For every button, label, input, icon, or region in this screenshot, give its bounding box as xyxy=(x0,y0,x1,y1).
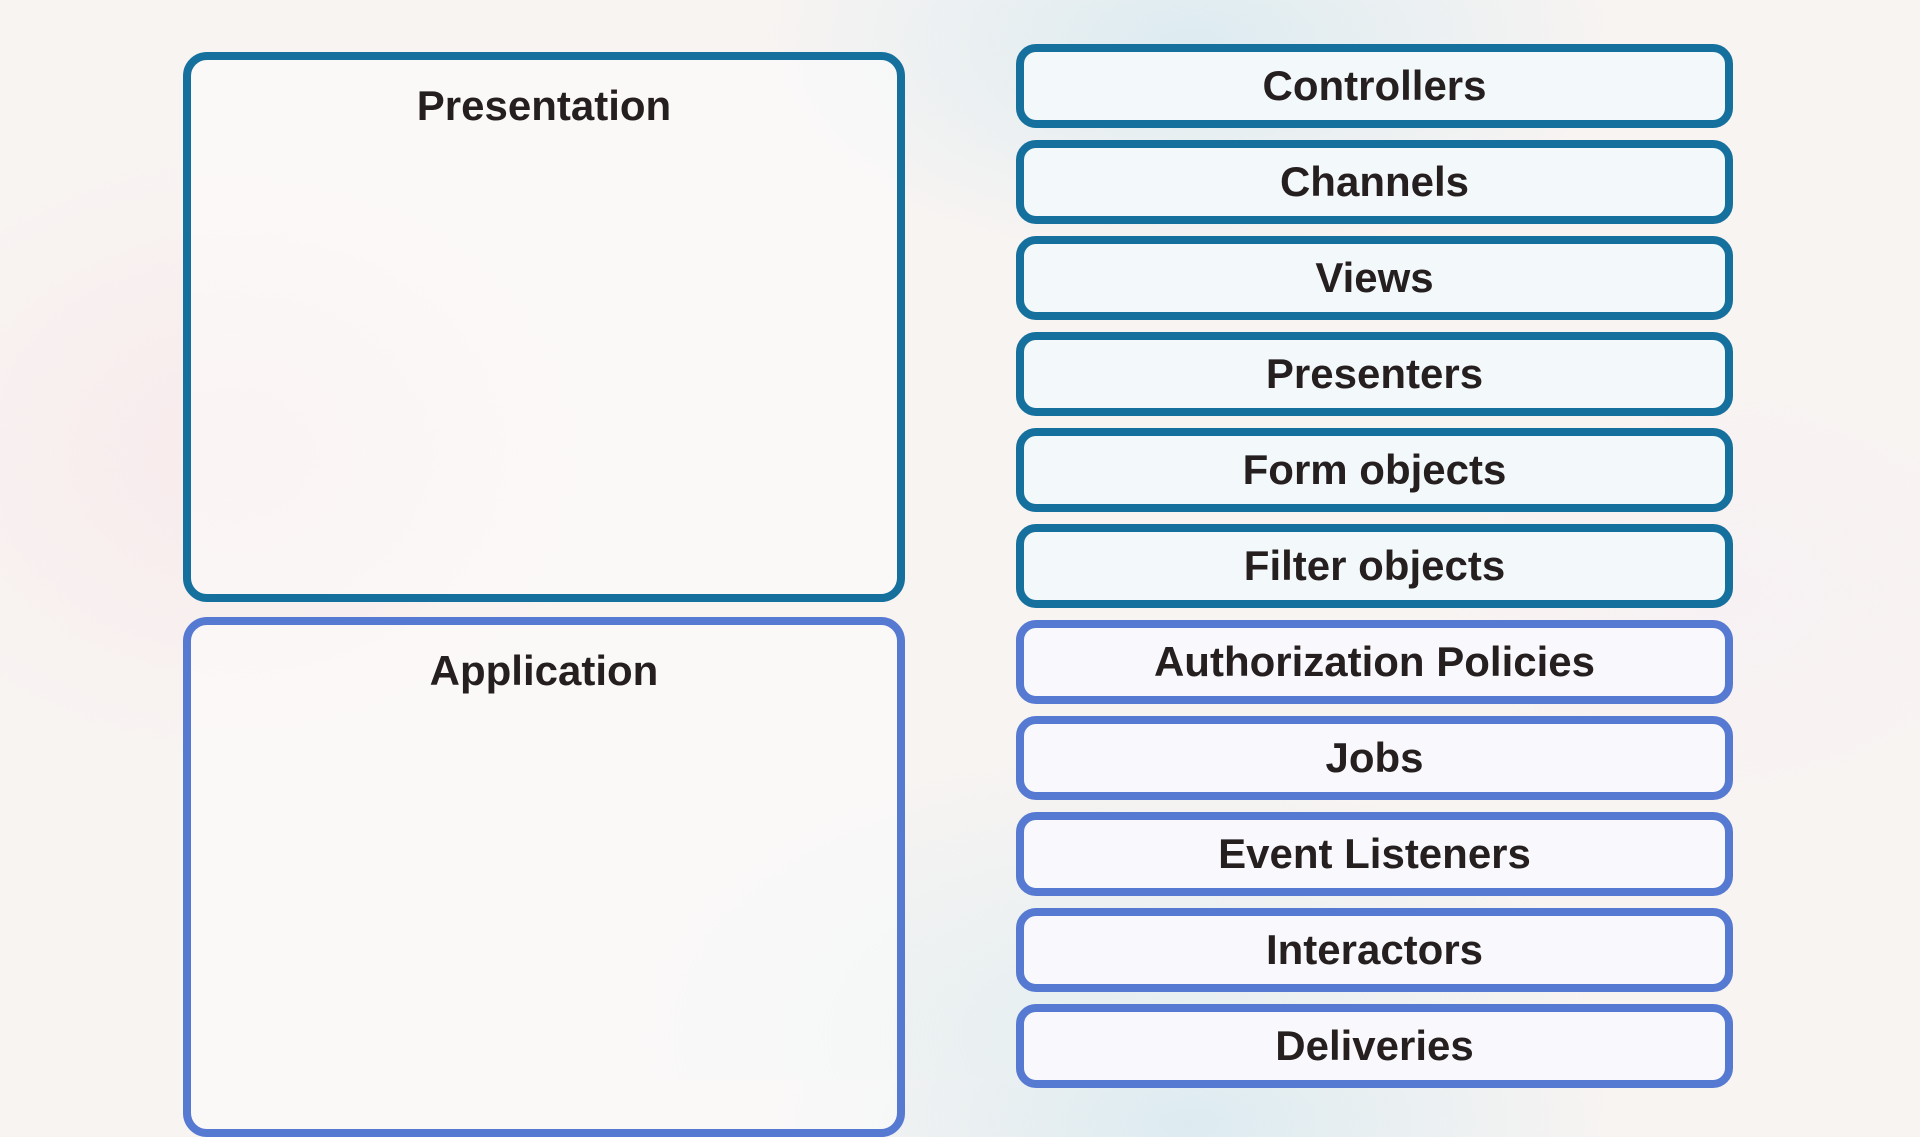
layer-box-application: Application xyxy=(183,617,905,1137)
component-label: Event Listeners xyxy=(1218,830,1531,877)
component-box-filter-objects: Filter objects xyxy=(1016,524,1733,608)
component-label: Jobs xyxy=(1325,734,1424,781)
component-label: Form objects xyxy=(1242,446,1507,493)
component-box-channels: Channels xyxy=(1016,140,1733,224)
component-stack: Controllers Channels Views Presenters Fo… xyxy=(1016,44,1733,1088)
component-box-event-listeners: Event Listeners xyxy=(1016,812,1733,896)
layer-box-presentation: Presentation xyxy=(183,52,905,602)
architecture-diagram: Presentation Application Controllers Cha… xyxy=(183,44,1733,1137)
component-label: Presenters xyxy=(1265,350,1484,397)
layer-title-presentation: Presentation xyxy=(416,82,672,129)
component-label: Channels xyxy=(1279,158,1470,205)
component-box-form-objects: Form objects xyxy=(1016,428,1733,512)
component-box-controllers: Controllers xyxy=(1016,44,1733,128)
component-label: Filter objects xyxy=(1243,542,1506,589)
component-label: Views xyxy=(1315,254,1434,301)
component-box-authorization-policies: Authorization Policies xyxy=(1016,620,1733,704)
component-label: Deliveries xyxy=(1275,1022,1474,1069)
component-box-views: Views xyxy=(1016,236,1733,320)
component-label: Authorization Policies xyxy=(1153,638,1596,685)
component-label: Interactors xyxy=(1265,926,1484,973)
layer-title-application: Application xyxy=(429,647,659,694)
component-box-jobs: Jobs xyxy=(1016,716,1733,800)
component-box-presenters: Presenters xyxy=(1016,332,1733,416)
component-box-deliveries: Deliveries xyxy=(1016,1004,1733,1088)
component-box-interactors: Interactors xyxy=(1016,908,1733,992)
component-label: Controllers xyxy=(1262,62,1487,109)
